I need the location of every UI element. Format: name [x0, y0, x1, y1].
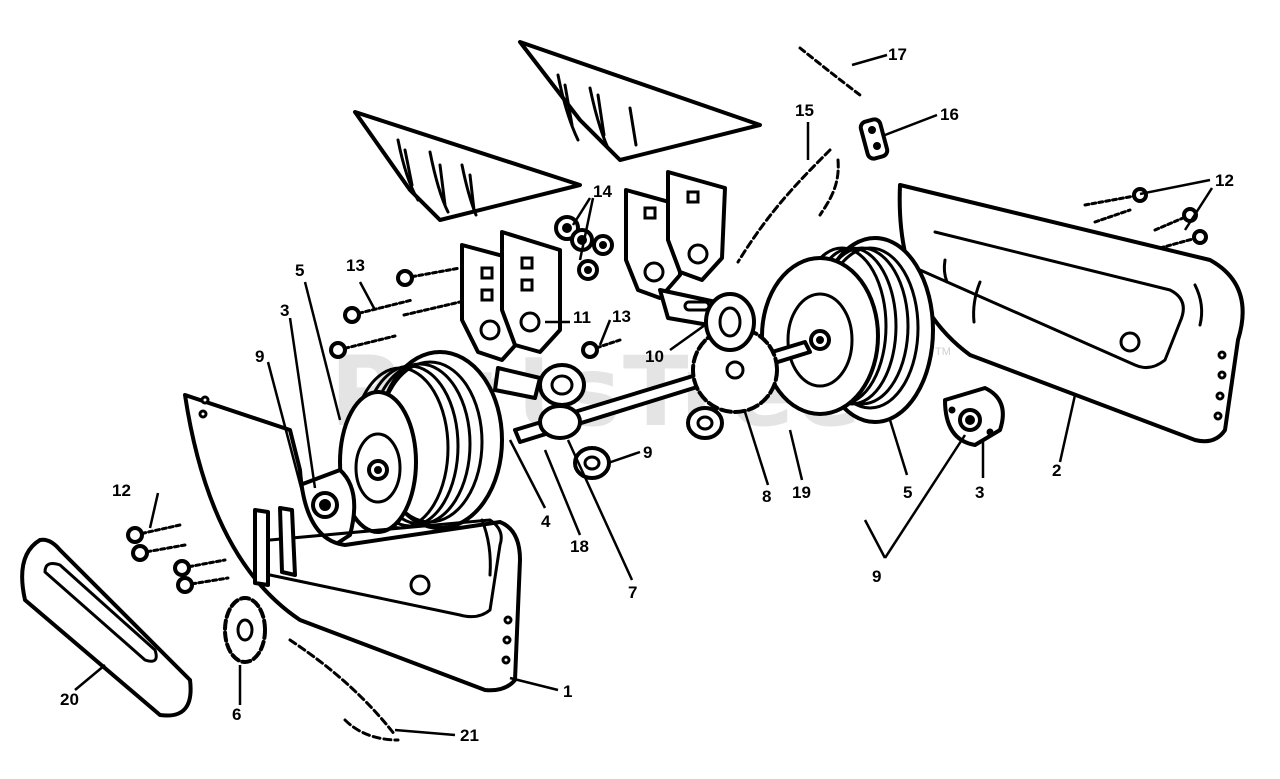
key-18	[493, 366, 542, 400]
callout-16: 16	[940, 105, 959, 124]
bolts-12-left	[126, 523, 230, 594]
hub-plate-right	[943, 386, 1005, 447]
bearing-9-center	[573, 406, 724, 480]
drive-chain-15	[736, 148, 840, 264]
callout-13-center: 13	[612, 307, 631, 326]
callout-9-right: 9	[872, 567, 881, 586]
callout-13-top: 13	[346, 256, 365, 275]
sprocket-6	[223, 596, 267, 664]
tine-shield-left	[353, 110, 582, 222]
spacers-left	[253, 506, 297, 587]
callout-17: 17	[888, 45, 907, 64]
sprocket-8	[691, 326, 779, 414]
callout-19: 19	[792, 483, 811, 502]
chain-21	[288, 638, 400, 742]
chain-case-cover	[20, 537, 193, 718]
callout-4: 4	[541, 512, 551, 531]
callout-14: 14	[593, 182, 612, 201]
callout-15: 15	[795, 101, 814, 120]
chain-link-17	[798, 46, 862, 97]
callout-3-left: 3	[280, 301, 289, 320]
callout-21: 21	[460, 726, 479, 745]
callout-labels: 17 16 15 12 14 13 5 3 9 11 13 10 12 9 4 …	[60, 45, 1234, 745]
bracket-center-right	[500, 230, 562, 354]
callout-20: 20	[60, 690, 79, 709]
bracket-top-right	[666, 170, 727, 282]
watermark-tm: TM	[935, 346, 951, 358]
bolts-13-left	[329, 266, 462, 359]
callout-12-left: 12	[112, 481, 131, 500]
bolt-13-center	[581, 338, 622, 359]
callout-12-right: 12	[1215, 171, 1234, 190]
tine-shield-right	[518, 40, 762, 162]
callout-9-center: 9	[643, 443, 652, 462]
callout-9-left: 9	[255, 347, 264, 366]
wheel-right	[760, 236, 935, 424]
collar-7	[538, 363, 586, 440]
callout-6: 6	[232, 705, 241, 724]
wheel-left	[338, 350, 504, 534]
leader-lines	[74, 53, 1214, 737]
callout-5-left: 5	[295, 261, 304, 280]
connector-link-16	[858, 117, 890, 161]
callout-10: 10	[645, 347, 664, 366]
callout-1: 1	[563, 682, 572, 701]
side-plate-left	[183, 393, 522, 693]
collar-10	[704, 292, 756, 352]
callout-2: 2	[1052, 461, 1061, 480]
washers-14	[554, 215, 614, 281]
callout-7: 7	[628, 583, 637, 602]
callout-3-right: 3	[975, 483, 984, 502]
callout-8: 8	[762, 487, 771, 506]
callout-18: 18	[570, 537, 589, 556]
callout-5-right: 5	[903, 483, 912, 502]
callout-11: 11	[573, 308, 591, 327]
